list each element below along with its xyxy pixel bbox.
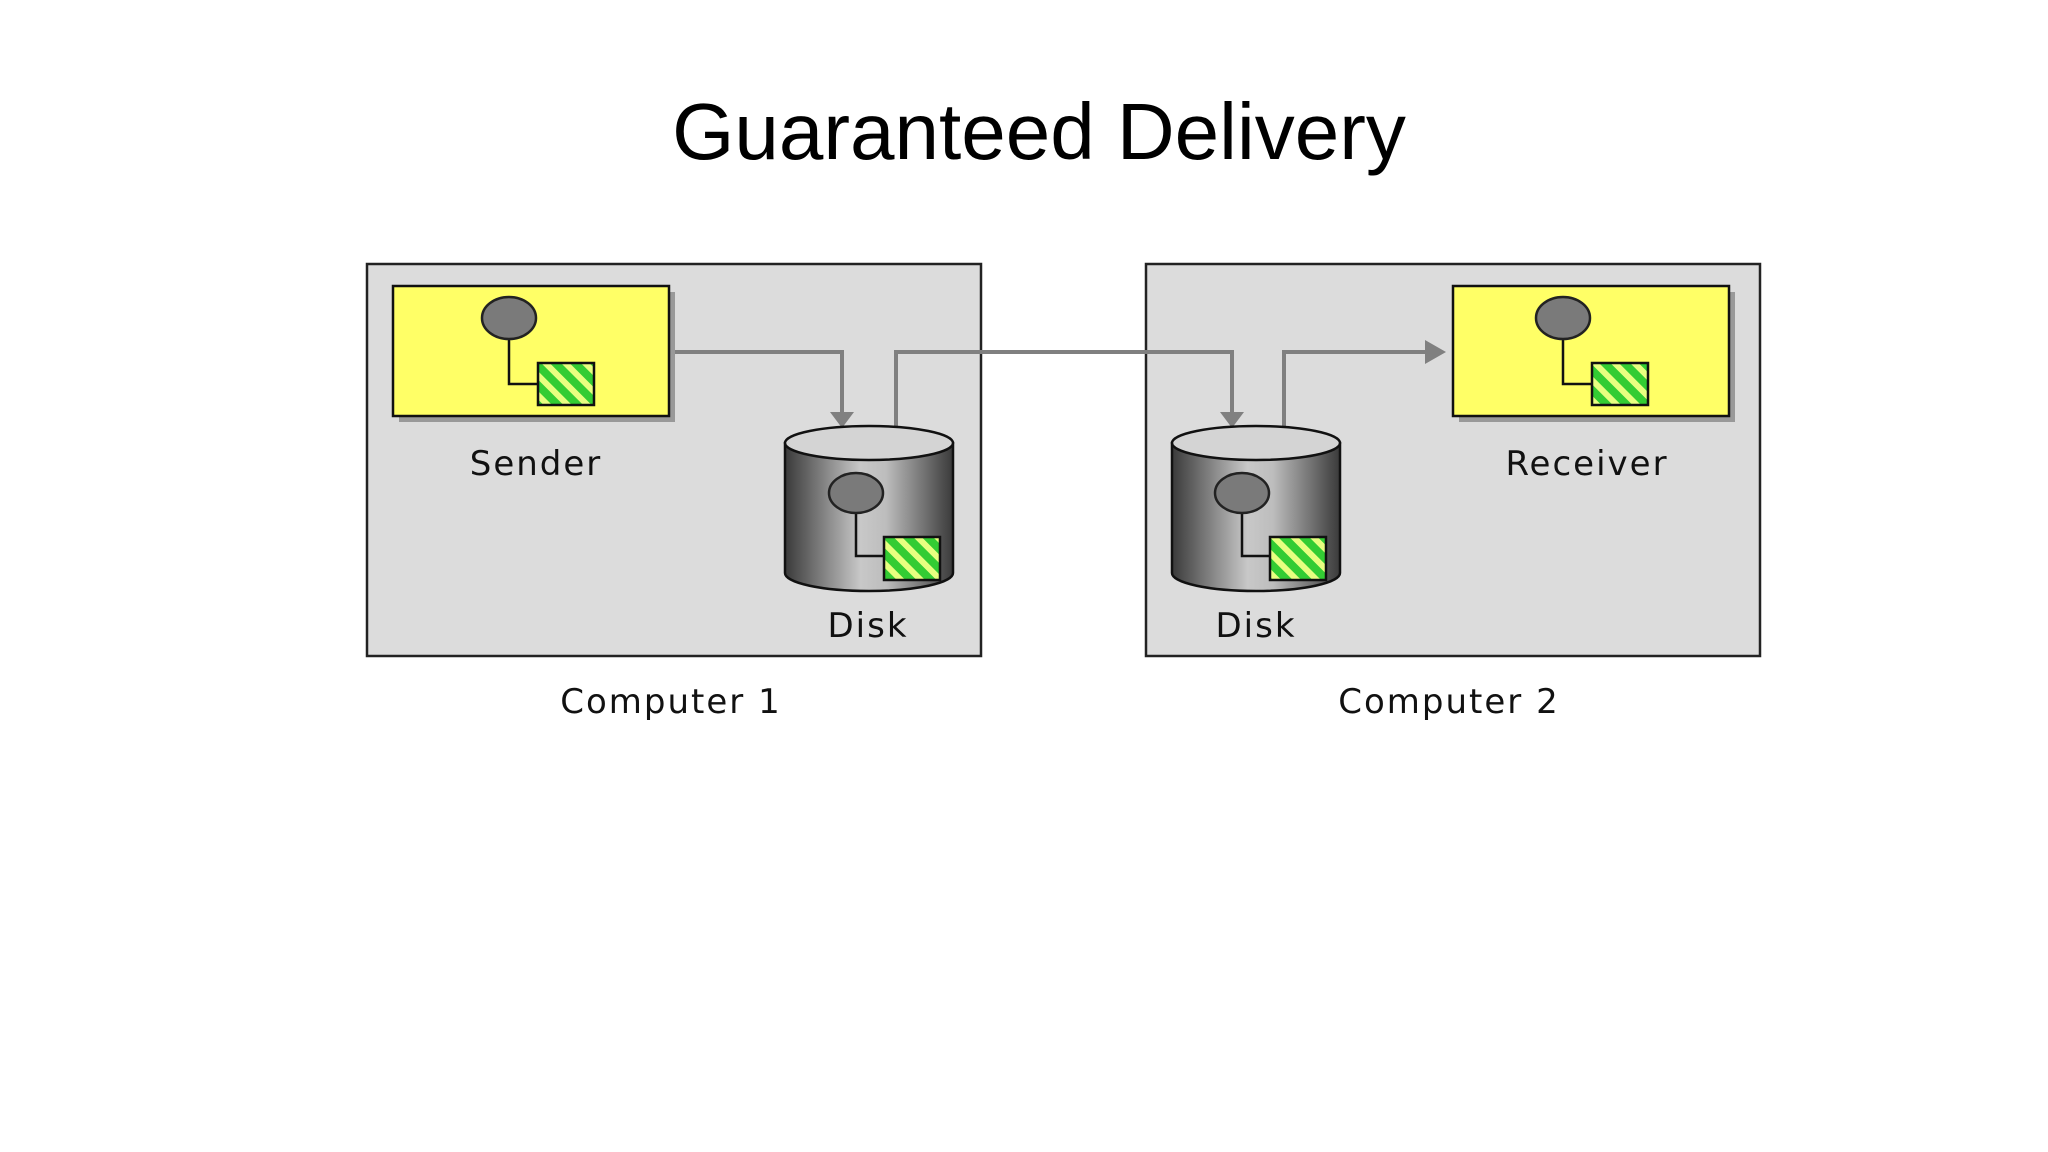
sender-to-disk1-connector bbox=[672, 350, 844, 415]
slide-title: Guaranteed Delivery bbox=[672, 87, 1406, 176]
disk-1-label: Disk bbox=[827, 606, 908, 646]
receiver-application bbox=[1451, 284, 1735, 422]
message-node-icon bbox=[480, 295, 538, 341]
disk-cylinder-icon bbox=[1170, 424, 1342, 593]
computer-2-label: Computer 2 bbox=[1338, 682, 1559, 722]
disk-2-label: Disk bbox=[1215, 606, 1296, 646]
message-envelope-icon bbox=[1268, 535, 1328, 582]
arrowhead-icon bbox=[830, 412, 854, 428]
message-envelope-icon bbox=[536, 361, 596, 407]
disk1-to-disk2-connector bbox=[894, 350, 1234, 430]
sender-label: Sender bbox=[470, 444, 603, 484]
message-node-icon bbox=[1534, 295, 1592, 341]
message-node-icon bbox=[1213, 471, 1271, 515]
message-node-icon bbox=[827, 471, 885, 515]
arrowhead-icon bbox=[1220, 412, 1244, 428]
arrowhead-icon bbox=[1425, 340, 1446, 364]
sender-application bbox=[391, 284, 675, 422]
message-envelope-icon bbox=[882, 535, 942, 582]
disk2-to-receiver-connector bbox=[1282, 350, 1428, 430]
message-envelope-icon bbox=[1590, 361, 1650, 407]
receiver-label: Receiver bbox=[1505, 444, 1668, 484]
disk-cylinder-icon bbox=[783, 424, 955, 593]
computer-1-label: Computer 1 bbox=[560, 682, 781, 722]
message-flow-connectors bbox=[672, 350, 1428, 430]
